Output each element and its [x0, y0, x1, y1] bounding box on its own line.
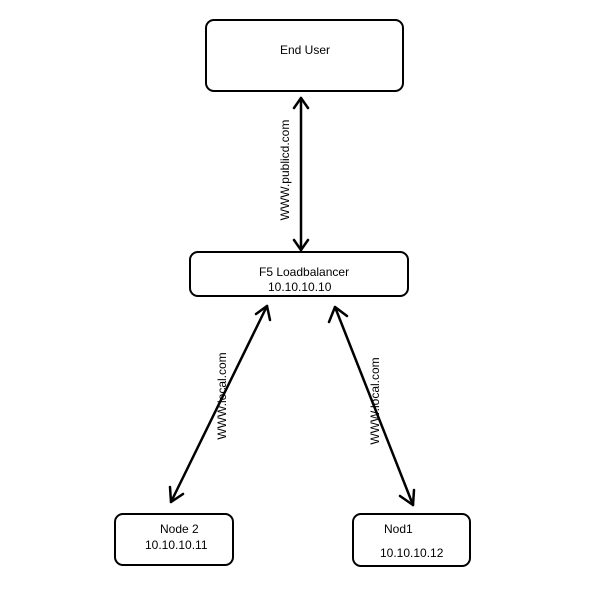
arrowhead-down-icon: [168, 485, 185, 504]
node1-node: Nod1 10.10.10.12: [352, 513, 471, 567]
loadbalancer-label: F5 Loadbalancer: [259, 265, 350, 279]
node1-ip: 10.10.10.12: [380, 546, 444, 560]
arrowhead-up-icon: [254, 304, 272, 322]
end-user-label: End User: [280, 43, 331, 57]
edge-loadbalancer-node1: [333, 305, 415, 507]
node2-label: Node 2: [160, 522, 199, 536]
arrowhead-down-icon: [398, 488, 416, 507]
arrowhead-up-icon: [292, 96, 310, 110]
arrowhead-down-icon: [292, 238, 310, 252]
node2-node: Node 2 10.10.10.11: [114, 513, 234, 566]
edge-loadbalancer-node2: [169, 304, 269, 504]
arrowhead-up-icon: [327, 305, 349, 324]
loadbalancer-node: F5 Loadbalancer 10.10.10.10: [189, 251, 409, 297]
edge-label-local-node2: WWW.local.com: [215, 352, 229, 439]
edge-label-publicd: WWW.publicd.com: [278, 120, 292, 221]
loadbalancer-ip: 10.10.10.10: [268, 280, 332, 294]
edge-label-local-node1: WWW.local.com: [368, 357, 382, 444]
end-user-node: End User: [205, 19, 404, 92]
node1-label: Nod1: [384, 522, 413, 536]
node2-ip: 10.10.10.11: [145, 538, 208, 552]
